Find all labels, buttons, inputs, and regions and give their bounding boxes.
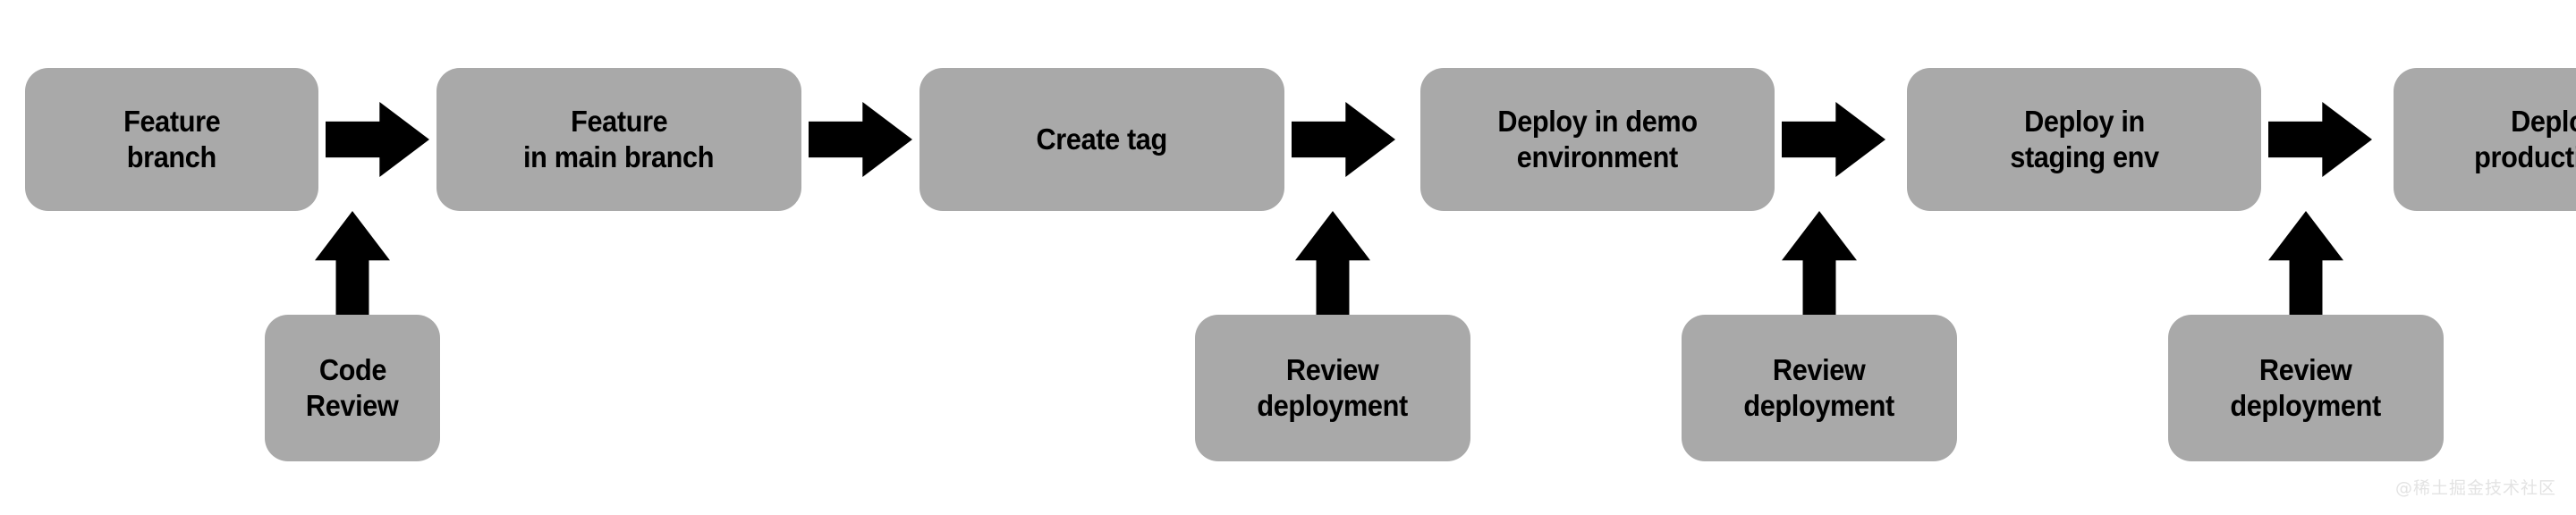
stage-label-line: Feature: [123, 104, 221, 138]
review-label-line: Review: [2259, 352, 2352, 386]
stage-label-line: in main branch: [523, 140, 715, 173]
stage-deploy-in-production-env[interactable]: Deploy inproduction env: [2394, 68, 2576, 211]
stage-label-line: Feature: [570, 104, 668, 138]
review-label-line: Code: [318, 352, 386, 386]
review-label-line: Review: [1286, 352, 1379, 386]
arrow-right-icon-arrow-tag-to-demo: [1292, 102, 1395, 177]
arrow-right-icon-arrow-main-to-tag: [809, 102, 912, 177]
arrow-up-icon-arrow-code-review-to-feature-branch: [315, 211, 390, 318]
stage-label-line: Deploy in demo: [1497, 104, 1698, 138]
stage-label-line: Deploy in: [2510, 104, 2576, 138]
arrow-up-icon-arrow-review-to-demo: [1782, 211, 1857, 318]
arrow-up-icon-arrow-review-to-create-tag: [1295, 211, 1370, 318]
stage-label-line: branch: [126, 140, 217, 173]
arrow-right-icon-arrow-demo-to-staging: [1782, 102, 1885, 177]
review-label-line: deployment: [1257, 389, 1409, 422]
stage-label-line: staging env: [2009, 140, 2159, 173]
review-label-line: deployment: [2230, 389, 2382, 422]
arrow-right-icon-arrow-feature-to-main: [326, 102, 429, 177]
review-label-line: deployment: [1743, 389, 1895, 422]
review-label-line: Review: [1773, 352, 1866, 386]
stage-label-line: Create tag: [1036, 122, 1168, 156]
watermark: @稀土掘金技术社区: [2394, 478, 2556, 498]
stage-create-tag[interactable]: Create tag: [919, 68, 1284, 211]
arrow-right-icon-arrow-staging-to-production: [2268, 102, 2372, 177]
stage-label-line: Deploy in: [2023, 104, 2145, 138]
arrow-up-icon-arrow-review-to-staging: [2268, 211, 2343, 318]
review-label-line: Review: [306, 389, 399, 422]
stage-label-line: production env: [2473, 140, 2576, 173]
stage-label-line: environment: [1516, 140, 1679, 173]
